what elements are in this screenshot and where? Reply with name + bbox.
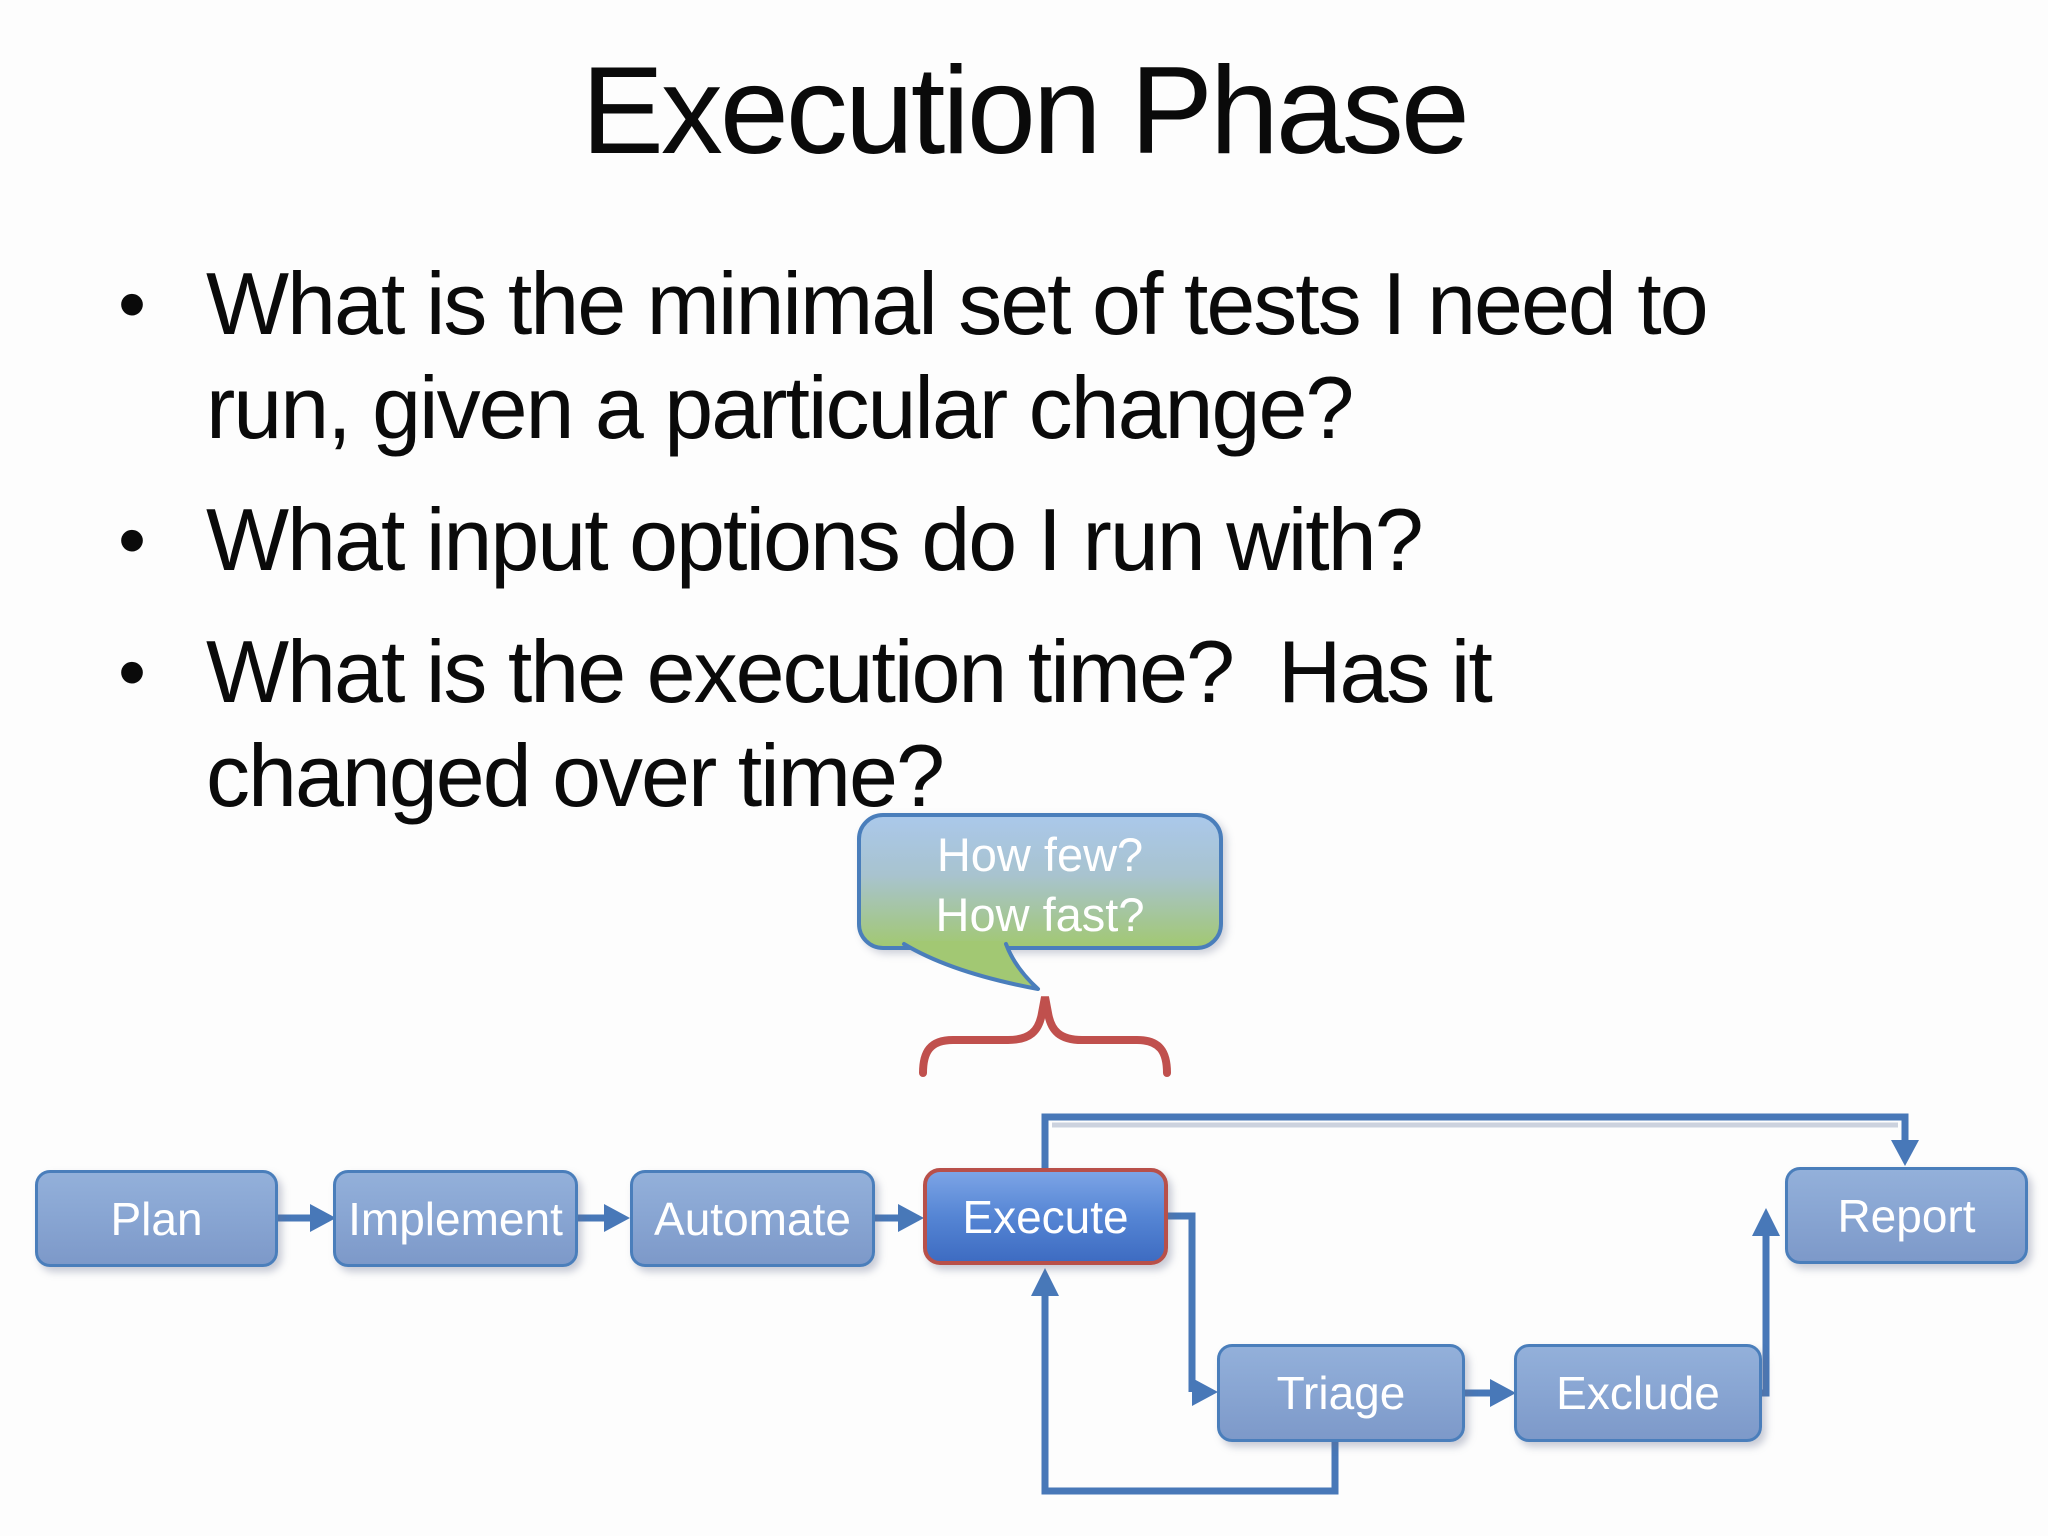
page-title: Execution Phase xyxy=(581,42,1470,180)
brace-icon xyxy=(919,996,1171,1077)
bullet-list: • What is the minimal set of tests I nee… xyxy=(118,252,1998,856)
flow-node-triage: Triage xyxy=(1217,1344,1465,1442)
flow-node-plan: Plan xyxy=(35,1170,278,1267)
bullet-text: What is the execution time? Has it chang… xyxy=(206,620,1493,828)
bullet-text: What input options do I run with? xyxy=(206,488,1424,592)
bullet-3-line-1: What is the execution time? Has it xyxy=(206,622,1493,721)
callout-line-1: How few? xyxy=(936,828,1144,881)
bullet-dot: • xyxy=(118,495,147,584)
arrowhead-into-execute-bottom xyxy=(1031,1268,1059,1296)
callout-bubble: How few? How fast? xyxy=(857,813,1223,950)
flow-node-implement-label: Implement xyxy=(348,1192,563,1245)
flow-node-automate-label: Automate xyxy=(654,1192,851,1245)
flow-node-execute-label: Execute xyxy=(962,1190,1129,1243)
bullet-item-1: • What is the minimal set of tests I nee… xyxy=(118,252,1998,460)
bullet-1-line-2: run, given a particular change? xyxy=(206,358,1354,457)
callout-tail-border xyxy=(902,942,1040,991)
arrowhead-into-automate xyxy=(604,1204,630,1232)
bullet-text: What is the minimal set of tests I need … xyxy=(206,252,1709,460)
flow-node-exclude: Exclude xyxy=(1514,1344,1762,1442)
bullet-dot: • xyxy=(118,627,147,716)
bullet-dot: • xyxy=(118,259,147,348)
arrowhead-into-exclude xyxy=(1490,1379,1516,1407)
bullet-3-line-2: changed over time? xyxy=(206,726,945,825)
flow-node-implement: Implement xyxy=(333,1170,578,1267)
bullet-item-3: • What is the execution time? Has it cha… xyxy=(118,620,1998,828)
bullet-item-2: • What input options do I run with? xyxy=(118,488,1998,592)
flow-node-report-label: Report xyxy=(1837,1189,1976,1242)
arrowhead-into-execute xyxy=(898,1204,924,1232)
arrowhead-into-report-top xyxy=(1891,1140,1919,1166)
flow-node-plan-label: Plan xyxy=(110,1192,203,1245)
flow-node-report: Report xyxy=(1785,1167,2028,1264)
connector-exclude-report xyxy=(1762,1236,1770,1397)
arrowhead-into-triage xyxy=(1192,1378,1218,1406)
flow-node-automate: Automate xyxy=(630,1170,875,1267)
flow-node-exclude-label: Exclude xyxy=(1556,1367,1720,1419)
callout-line-2: How fast? xyxy=(935,888,1145,941)
connector-execute-triage xyxy=(1168,1212,1196,1392)
bullet-2-line-1: What input options do I run with? xyxy=(206,490,1424,589)
flow-node-execute: Execute xyxy=(923,1168,1168,1265)
connector-execute-report-top-loop xyxy=(1041,1113,1909,1168)
bullet-1-line-1: What is the minimal set of tests I need … xyxy=(206,254,1709,353)
flow-node-triage-label: Triage xyxy=(1276,1367,1406,1419)
arrowhead-into-report-left xyxy=(1752,1208,1780,1236)
